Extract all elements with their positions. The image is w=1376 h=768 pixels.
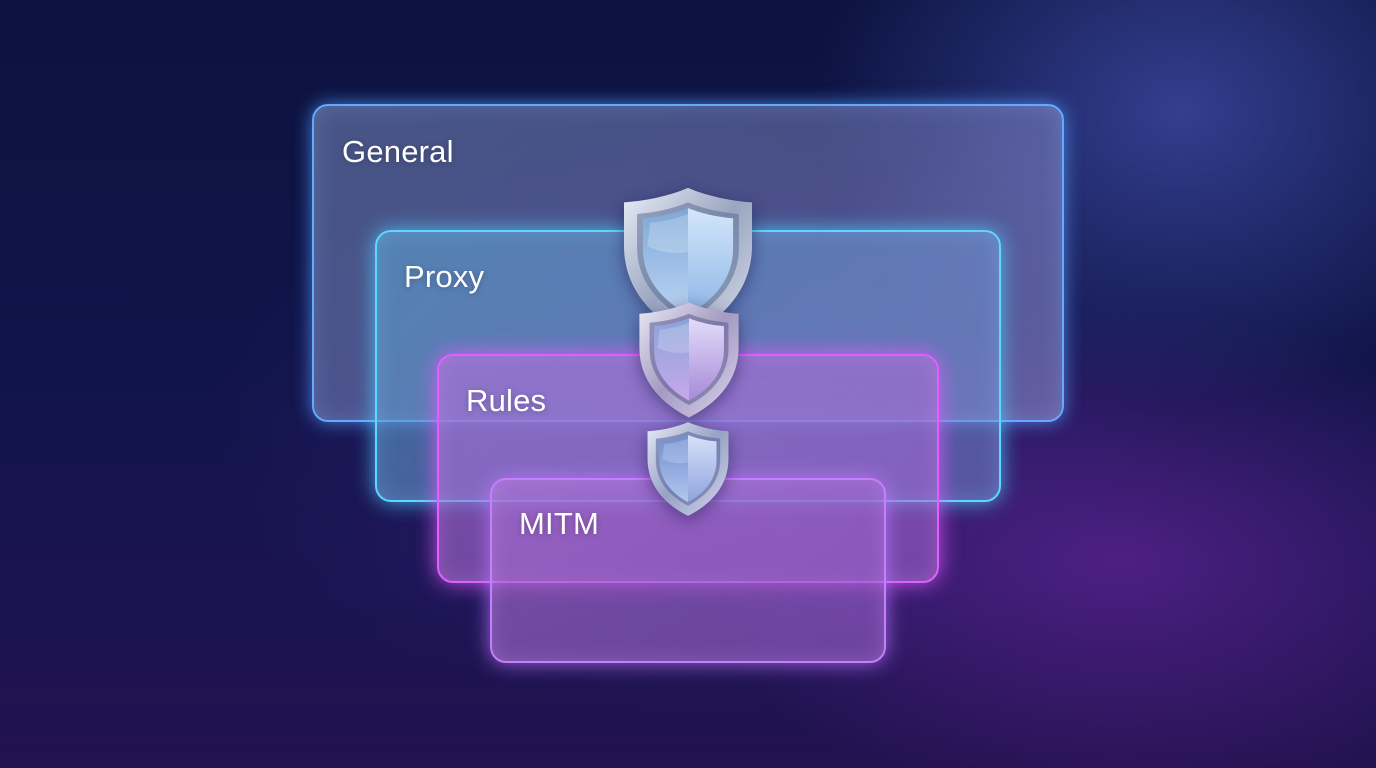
shield-icon xyxy=(647,422,729,516)
shield-icon xyxy=(624,187,752,337)
shield-icon xyxy=(639,302,739,418)
layer-label-mitm: MITM xyxy=(519,506,599,541)
layer-label-proxy: Proxy xyxy=(404,259,485,294)
layer-label-general: General xyxy=(342,134,454,169)
layer-label-rules: Rules xyxy=(466,383,547,418)
